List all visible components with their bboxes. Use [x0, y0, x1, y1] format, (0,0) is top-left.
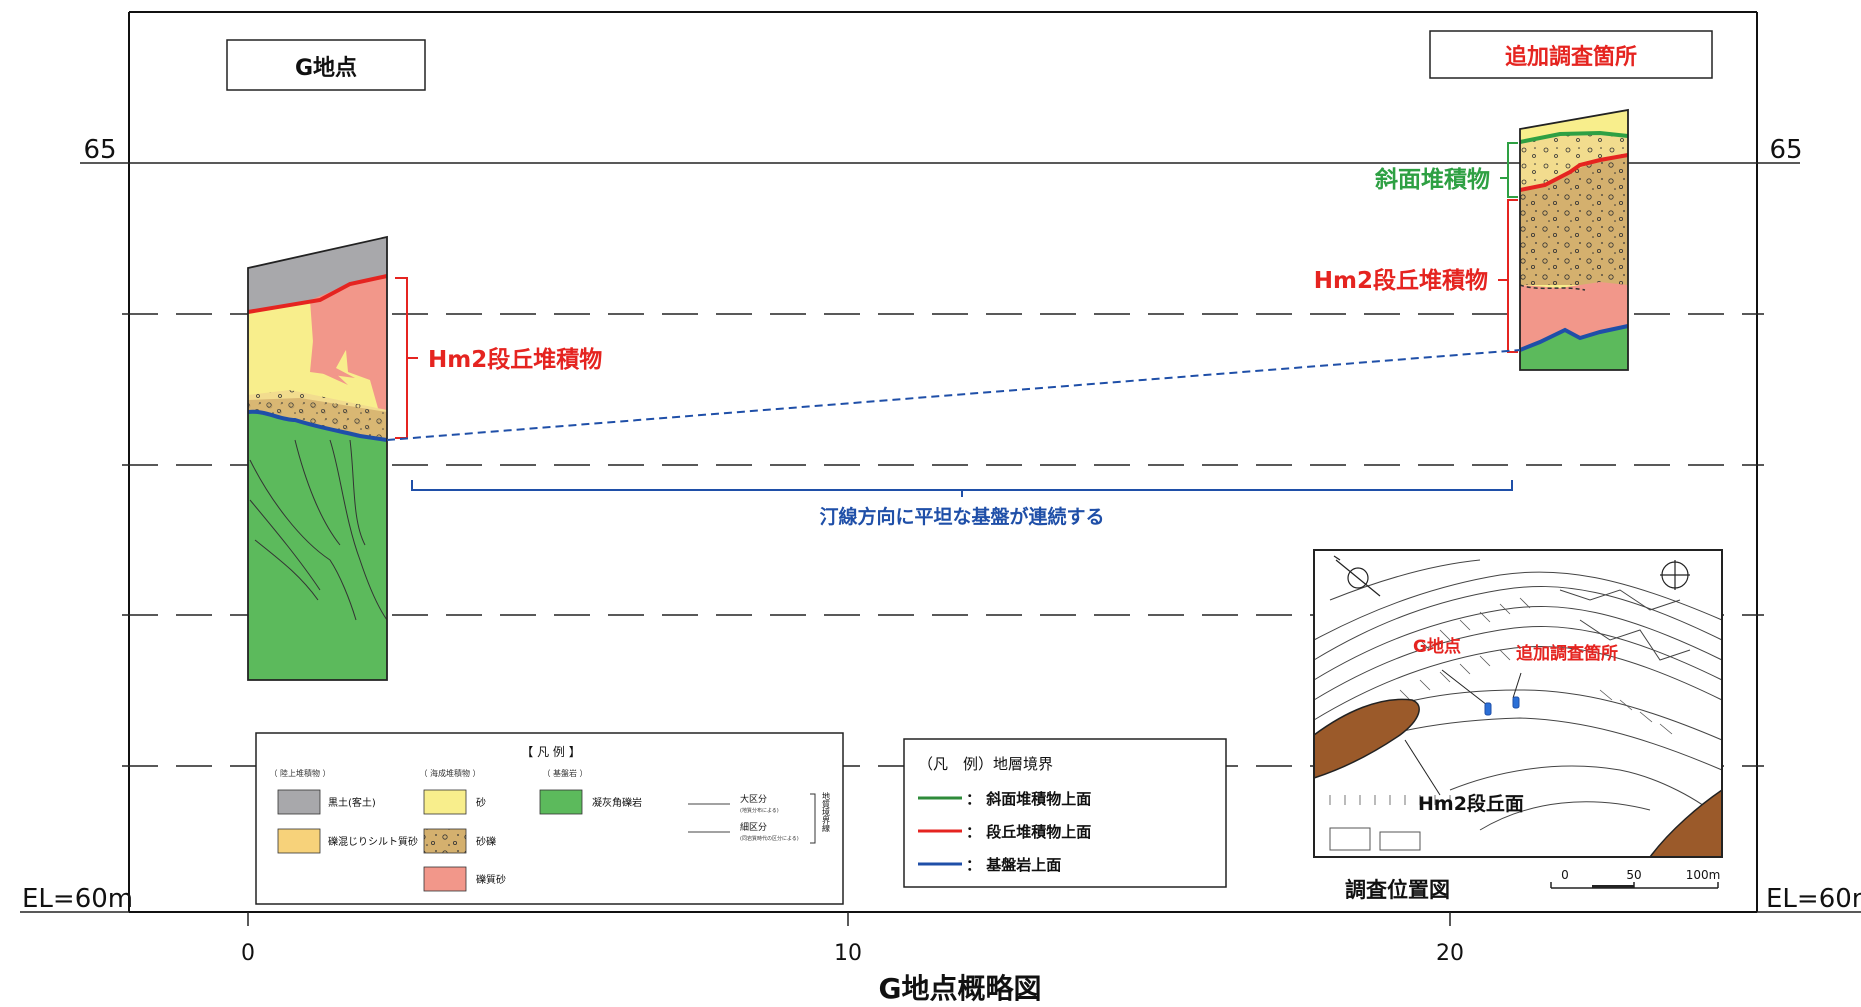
legend-line-major-note: (地質分布による)	[740, 807, 779, 814]
boundary-label-slope: ： 斜面堆積物上面	[966, 790, 1091, 808]
legend-swatch-gravel	[423, 828, 467, 854]
compass-target-icon	[1660, 560, 1690, 590]
right-slope-label: 斜面堆積物	[1374, 166, 1490, 193]
right-hm2-bracket	[1498, 199, 1518, 353]
elevation-label-65-left: 65	[83, 135, 116, 165]
g-point-marker	[1484, 702, 1492, 716]
legend-group-marine: （ 海成堆積物 ）	[419, 768, 480, 778]
legend-swatch-pebbly-sand	[423, 866, 467, 892]
legend-side-note: 地質境界線	[822, 791, 831, 832]
legend-line-minor: 細区分	[740, 821, 767, 833]
north-arrow-icon	[1333, 555, 1381, 597]
elevation-label-60-right: EL=60m	[1766, 884, 1861, 914]
left-title-box: G地点	[226, 39, 426, 91]
legend-group-bedrock: （ 基盤岩 ）	[542, 768, 587, 778]
right-boring-column	[1519, 108, 1629, 371]
scale-label-100: 100m	[1686, 868, 1721, 882]
legend-label-black-soil: 黒土(客土)	[328, 796, 376, 809]
geologic-legend: 【 凡 例 】 （ 陸上堆積物 ） （ 海成堆積物 ） （ 基盤岩 ） 黒土(客…	[255, 732, 844, 905]
location-map-inset: G地点 追加調査箇所 Hm2段丘面	[1313, 549, 1723, 858]
boundary-legend: （凡 例）地層境界 ： 斜面堆積物上面 ： 段丘堆積物上面 ： 基盤岩上面	[903, 738, 1227, 888]
right-slope-bracket	[1500, 142, 1518, 198]
scale-bar	[1550, 882, 1719, 889]
section-frame	[128, 11, 1758, 913]
elevation-label-65-right: 65	[1769, 135, 1802, 165]
legend-title: 【 凡 例 】	[521, 745, 580, 759]
x-tick-0: 0	[241, 941, 255, 966]
x-tick-10: 10	[834, 941, 862, 966]
legend-swatch-tuff-breccia	[539, 789, 583, 815]
left-hm2-bracket	[395, 277, 418, 439]
legend-label-silty-sand: 礫混じりシルト質砂	[328, 835, 418, 848]
inset-label-added: 追加調査箇所	[1516, 643, 1618, 664]
inset-title: 調査位置図	[1345, 878, 1450, 902]
boundary-legend-title: （凡 例）地層境界	[918, 755, 1053, 773]
legend-label-gravel: 砂礫	[476, 835, 496, 848]
boundary-label-bedrock: ： 基盤岩上面	[966, 856, 1061, 874]
legend-group-land: （ 陸上堆積物 ）	[269, 768, 330, 778]
hm2-terrace-area	[1313, 698, 1420, 780]
left-boring-column	[247, 235, 388, 681]
inset-label-hm2: Hm2段丘面	[1418, 792, 1524, 815]
figure-title: G地点概略図	[879, 972, 1042, 1003]
legend-label-tuff-breccia: 凝灰角礫岩	[592, 796, 642, 809]
right-title-box: 追加調査箇所	[1429, 30, 1713, 79]
legend-line-minor-note: (同岩質時代の区分による)	[740, 835, 799, 842]
continuity-brace	[411, 480, 1513, 497]
boundary-label-terrace: ： 段丘堆積物上面	[966, 823, 1091, 841]
legend-line-major: 大区分	[740, 793, 767, 805]
added-point-marker	[1512, 696, 1520, 709]
left-hm2-label: Hm2段丘堆積物	[428, 346, 602, 373]
left-title-text: G地点	[295, 55, 357, 81]
x-axis	[247, 912, 1451, 926]
scale-label-50: 50	[1626, 868, 1641, 882]
legend-label-sand: 砂	[476, 796, 486, 809]
legend-label-pebbly-sand: 礫質砂	[476, 873, 506, 886]
scale-label-0: 0	[1561, 868, 1569, 882]
right-hm2-label: Hm2段丘堆積物	[1314, 267, 1488, 294]
legend-swatch-silty-sand	[277, 828, 321, 854]
continuity-label: 汀線方向に平坦な基盤が連続する	[819, 505, 1104, 528]
legend-swatch-sand	[423, 789, 467, 815]
bedrock-continuity-line	[386, 349, 1521, 441]
elevation-label-60-left: EL=60m	[22, 884, 133, 914]
x-tick-20: 20	[1436, 941, 1464, 966]
right-title-text: 追加調査箇所	[1505, 44, 1637, 70]
legend-swatch-black-soil	[277, 789, 321, 815]
inset-label-g: G地点	[1413, 636, 1461, 657]
